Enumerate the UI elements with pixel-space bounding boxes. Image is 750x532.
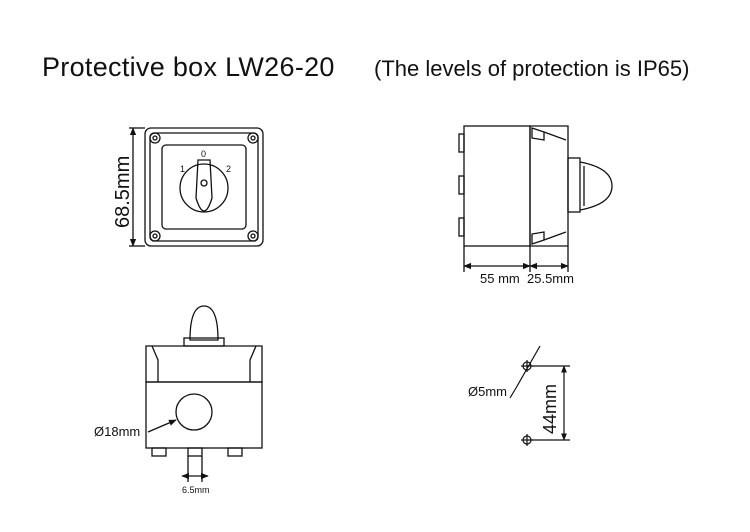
corner-screws	[149, 132, 259, 242]
bottom-cover	[145, 345, 263, 383]
foot-dimension-label: 6.5mm	[182, 485, 210, 495]
hole-diameter-leader	[515, 345, 541, 389]
bottom-knob-handle	[189, 305, 219, 341]
position-label-0: 0	[201, 149, 206, 159]
front-view	[129, 127, 264, 247]
height-dimension-label: 68.5mm	[112, 156, 134, 228]
hole-dimension-leader	[147, 419, 177, 433]
cable-entry-hole	[175, 393, 213, 431]
hole-dimension-label: Ø18mm	[94, 424, 140, 439]
depth-dimension-label-2: 25.5mm	[527, 271, 574, 286]
bottom-box-body	[145, 381, 263, 449]
mounting-view	[509, 345, 570, 446]
page-title: Protective box LW26-20	[42, 52, 335, 82]
rotary-knob-base	[179, 163, 229, 213]
bottom-view	[145, 305, 263, 482]
position-label-2: 2	[226, 164, 231, 174]
spacing-dimension-label: 44mm	[540, 384, 560, 434]
rotary-knob-handle	[195, 159, 213, 212]
side-box-cover	[529, 125, 569, 247]
protection-level-note: (The levels of protection is IP65)	[374, 56, 690, 81]
side-view	[458, 125, 613, 272]
front-box-inner-outline	[149, 132, 259, 242]
side-knob-handle	[579, 161, 613, 211]
front-cover-panel	[161, 144, 247, 230]
front-box-outline	[144, 127, 264, 247]
position-label-1: 1	[180, 164, 185, 174]
knob-pivot	[200, 179, 208, 187]
mounting-hole-dimension-label: Ø5mm	[468, 384, 507, 399]
title-row: Protective box LW26-20 (The levels of pr…	[0, 50, 750, 90]
side-knob-base	[567, 157, 581, 213]
side-box-body	[463, 125, 531, 247]
depth-dimension-label-1: 55 mm	[480, 271, 520, 286]
